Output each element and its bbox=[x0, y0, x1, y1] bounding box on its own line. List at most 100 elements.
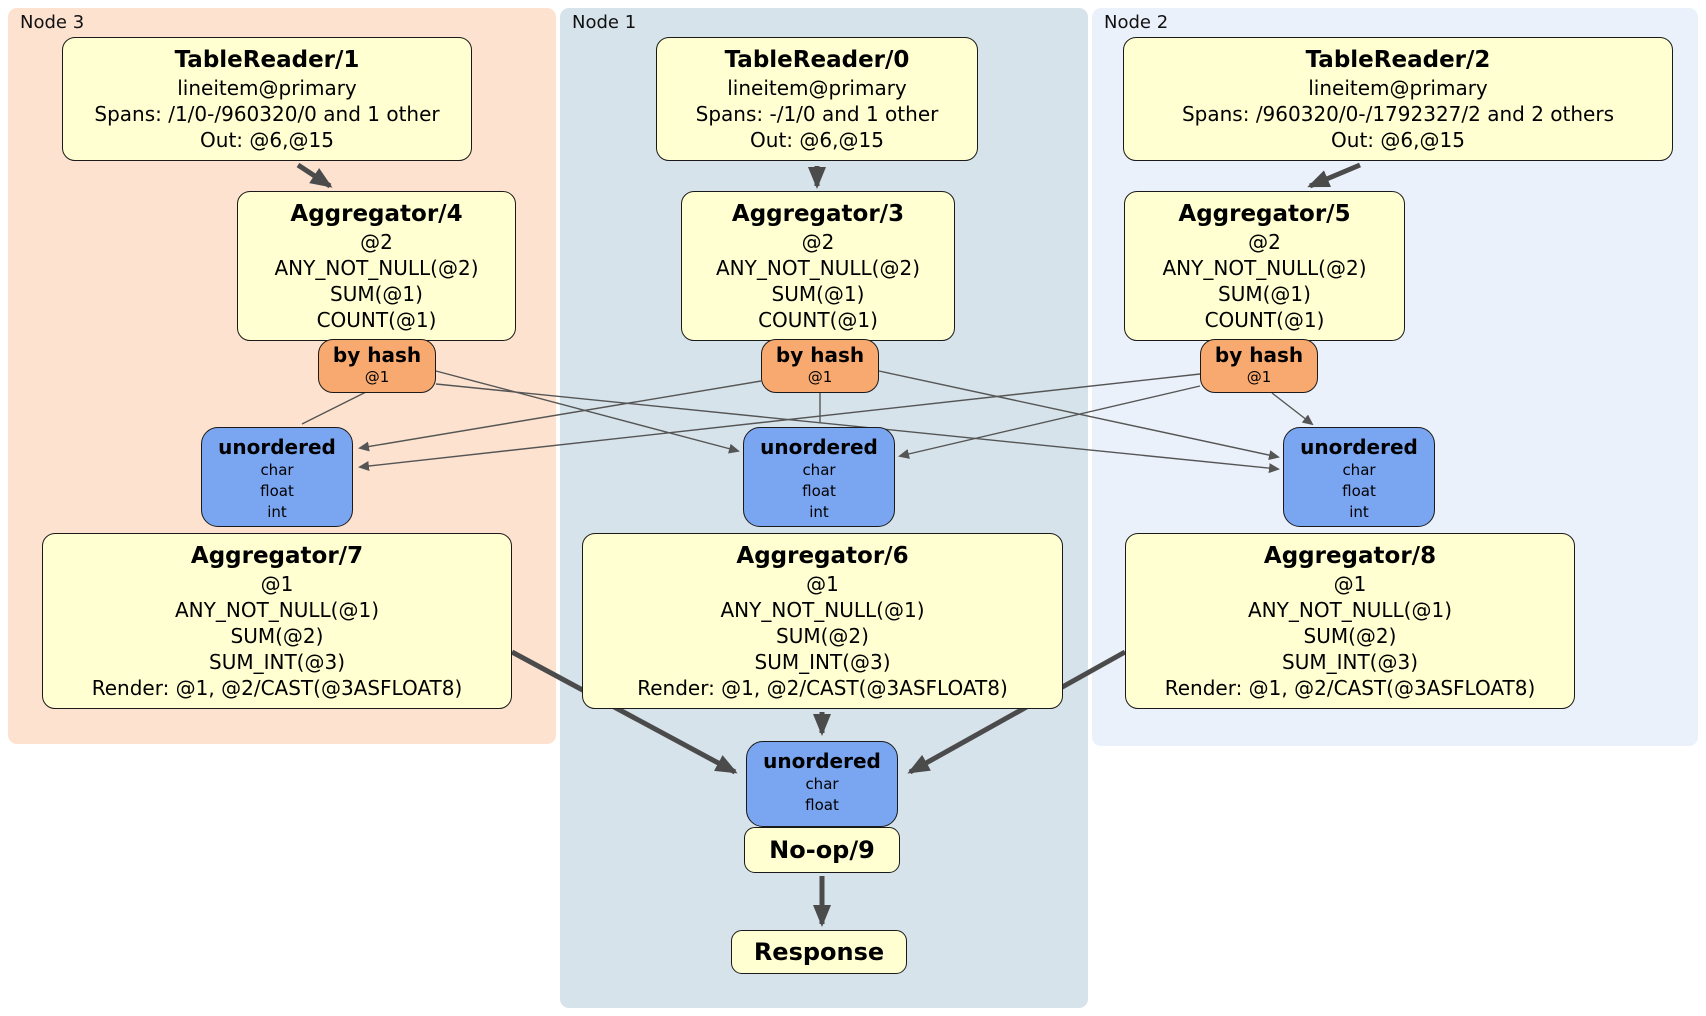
sync-title: unordered bbox=[218, 435, 336, 459]
processor-aggregator-6: Aggregator/6 @1 ANY_NOT_NULL(@1) SUM(@2)… bbox=[582, 533, 1063, 709]
edge-byhash3-unordered2 bbox=[435, 383, 1280, 474]
sync-row: int bbox=[267, 503, 287, 521]
edge-tablereader2-aggregator5 bbox=[1307, 162, 1361, 189]
processor-row: lineitem@primary bbox=[727, 76, 907, 100]
sync-unordered-node2: unordered char float int bbox=[1283, 427, 1435, 527]
processor-aggregator-3: Aggregator/3 @2 ANY_NOT_NULL(@2) SUM(@1)… bbox=[681, 191, 955, 341]
sync-title: unordered bbox=[763, 749, 881, 773]
sync-row: float bbox=[260, 482, 294, 500]
processor-noop-9: No-op/9 bbox=[744, 827, 900, 873]
processor-row: SUM_INT(@3) bbox=[209, 650, 345, 674]
processor-row: @1 bbox=[806, 572, 839, 596]
processor-aggregator-7: Aggregator/7 @1 ANY_NOT_NULL(@1) SUM(@2)… bbox=[42, 533, 512, 709]
router-by-hash-node1: by hash @1 bbox=[761, 339, 879, 393]
router-by-hash-node2: by hash @1 bbox=[1200, 339, 1318, 393]
processor-row: ANY_NOT_NULL(@2) bbox=[1162, 256, 1367, 280]
router-by-hash-node3: by hash @1 bbox=[318, 339, 436, 393]
processor-row: SUM_INT(@3) bbox=[1282, 650, 1418, 674]
processor-row: Out: @6,@15 bbox=[750, 128, 884, 152]
sync-title: unordered bbox=[760, 435, 878, 459]
processor-row: COUNT(@1) bbox=[316, 308, 437, 332]
processor-row: @2 bbox=[360, 230, 393, 254]
sync-unordered-node1: unordered char float int bbox=[743, 427, 895, 527]
sync-row: int bbox=[1349, 503, 1369, 521]
processor-title: Aggregator/6 bbox=[736, 543, 909, 569]
processor-row: SUM_INT(@3) bbox=[754, 650, 891, 674]
processor-row: Spans: -/1/0 and 1 other bbox=[695, 102, 939, 126]
edge-byhash2-unordered3 bbox=[358, 373, 1201, 471]
processor-row: SUM(@1) bbox=[771, 282, 865, 306]
processor-row: SUM(@2) bbox=[230, 624, 324, 648]
processor-title: Aggregator/4 bbox=[290, 201, 463, 227]
router-title: by hash bbox=[1214, 343, 1304, 367]
processor-row: @1 bbox=[1333, 572, 1367, 596]
sync-title: unordered bbox=[1300, 435, 1418, 459]
sync-row: char bbox=[1342, 461, 1376, 479]
edge-tablereader1-aggregator4 bbox=[296, 162, 333, 189]
router-title: by hash bbox=[775, 343, 865, 367]
processor-aggregator-5: Aggregator/5 @2 ANY_NOT_NULL(@2) SUM(@1)… bbox=[1124, 191, 1405, 341]
processor-title: Aggregator/7 bbox=[190, 543, 364, 569]
processor-row: Render: @1, @2/CAST(@3ASFLOAT8) bbox=[91, 676, 463, 700]
processor-row: ANY_NOT_NULL(@2) bbox=[716, 256, 920, 280]
sync-row: float bbox=[1342, 482, 1376, 500]
edge-aggregator7-final-unordered bbox=[510, 649, 738, 775]
sync-row: float bbox=[802, 482, 836, 500]
processor-row: Render: @1, @2/CAST(@3ASFLOAT8) bbox=[637, 676, 1008, 700]
processor-row: @2 bbox=[801, 230, 835, 254]
processor-title: No-op/9 bbox=[769, 836, 875, 864]
edge-byhash3-unordered3 bbox=[301, 390, 369, 425]
processor-title: TableReader/2 bbox=[1305, 47, 1491, 73]
sync-row: char bbox=[802, 461, 836, 479]
processor-row: COUNT(@1) bbox=[758, 308, 878, 332]
router-detail: @1 bbox=[807, 368, 833, 386]
edge-byhash2-unordered1 bbox=[898, 385, 1201, 459]
processor-tablereader-0: TableReader/0 lineitem@primary Spans: -/… bbox=[656, 37, 978, 161]
processor-row: ANY_NOT_NULL(@1) bbox=[175, 598, 379, 622]
processor-row: ANY_NOT_NULL(@2) bbox=[274, 256, 479, 280]
processor-row: SUM(@1) bbox=[1218, 282, 1311, 306]
processor-row: SUM(@2) bbox=[776, 624, 869, 648]
processor-title: Response bbox=[753, 938, 885, 966]
sync-unordered-node3: unordered char float int bbox=[201, 427, 353, 527]
processor-row: @2 bbox=[1248, 230, 1281, 254]
processor-row: COUNT(@1) bbox=[1204, 308, 1325, 332]
sync-row: char bbox=[805, 775, 839, 793]
processor-title: Aggregator/5 bbox=[1178, 201, 1351, 227]
processor-title: TableReader/1 bbox=[174, 47, 360, 73]
processor-row: lineitem@primary bbox=[1308, 76, 1488, 100]
processor-row: SUM(@1) bbox=[330, 282, 423, 306]
region-label-node1: Node 1 bbox=[572, 12, 637, 33]
sync-row: float bbox=[805, 796, 839, 814]
processor-row: ANY_NOT_NULL(@1) bbox=[1248, 598, 1452, 622]
processor-row: Render: @1, @2/CAST(@3ASFLOAT8) bbox=[1164, 676, 1536, 700]
processor-title: TableReader/0 bbox=[724, 47, 910, 73]
processor-row: SUM(@2) bbox=[1303, 624, 1397, 648]
edge-byhash3-unordered1 bbox=[435, 370, 740, 454]
processor-title: Aggregator/3 bbox=[731, 201, 905, 227]
processor-row: ANY_NOT_NULL(@1) bbox=[720, 598, 925, 622]
processor-row: Out: @6,@15 bbox=[200, 128, 334, 152]
processor-row: Spans: /1/0-/960320/0 and 1 other bbox=[94, 102, 440, 126]
processor-response: Response bbox=[731, 930, 907, 974]
processor-row: lineitem@primary bbox=[177, 76, 357, 100]
processor-aggregator-4: Aggregator/4 @2 ANY_NOT_NULL(@2) SUM(@1)… bbox=[237, 191, 516, 341]
router-title: by hash bbox=[332, 343, 422, 367]
edge-byhash2-unordered2 bbox=[1271, 392, 1314, 426]
processor-title: Aggregator/8 bbox=[1263, 543, 1437, 569]
processor-row: Spans: /960320/0-/1792327/2 and 2 others bbox=[1181, 102, 1614, 126]
sync-unordered-final: unordered char float bbox=[746, 741, 898, 827]
region-label-node3: Node 3 bbox=[20, 12, 85, 33]
edge-aggregator8-final-unordered bbox=[907, 649, 1127, 775]
region-label-node2: Node 2 bbox=[1104, 12, 1169, 33]
processor-row: Out: @6,@15 bbox=[1331, 128, 1465, 152]
sync-row: int bbox=[809, 503, 829, 521]
processor-tablereader-1: TableReader/1 lineitem@primary Spans: /1… bbox=[62, 37, 472, 161]
processor-row: @1 bbox=[260, 572, 294, 596]
router-detail: @1 bbox=[364, 368, 390, 386]
sync-row: char bbox=[260, 461, 294, 479]
edge-byhash1-unordered3 bbox=[358, 380, 762, 452]
router-detail: @1 bbox=[1246, 368, 1272, 386]
